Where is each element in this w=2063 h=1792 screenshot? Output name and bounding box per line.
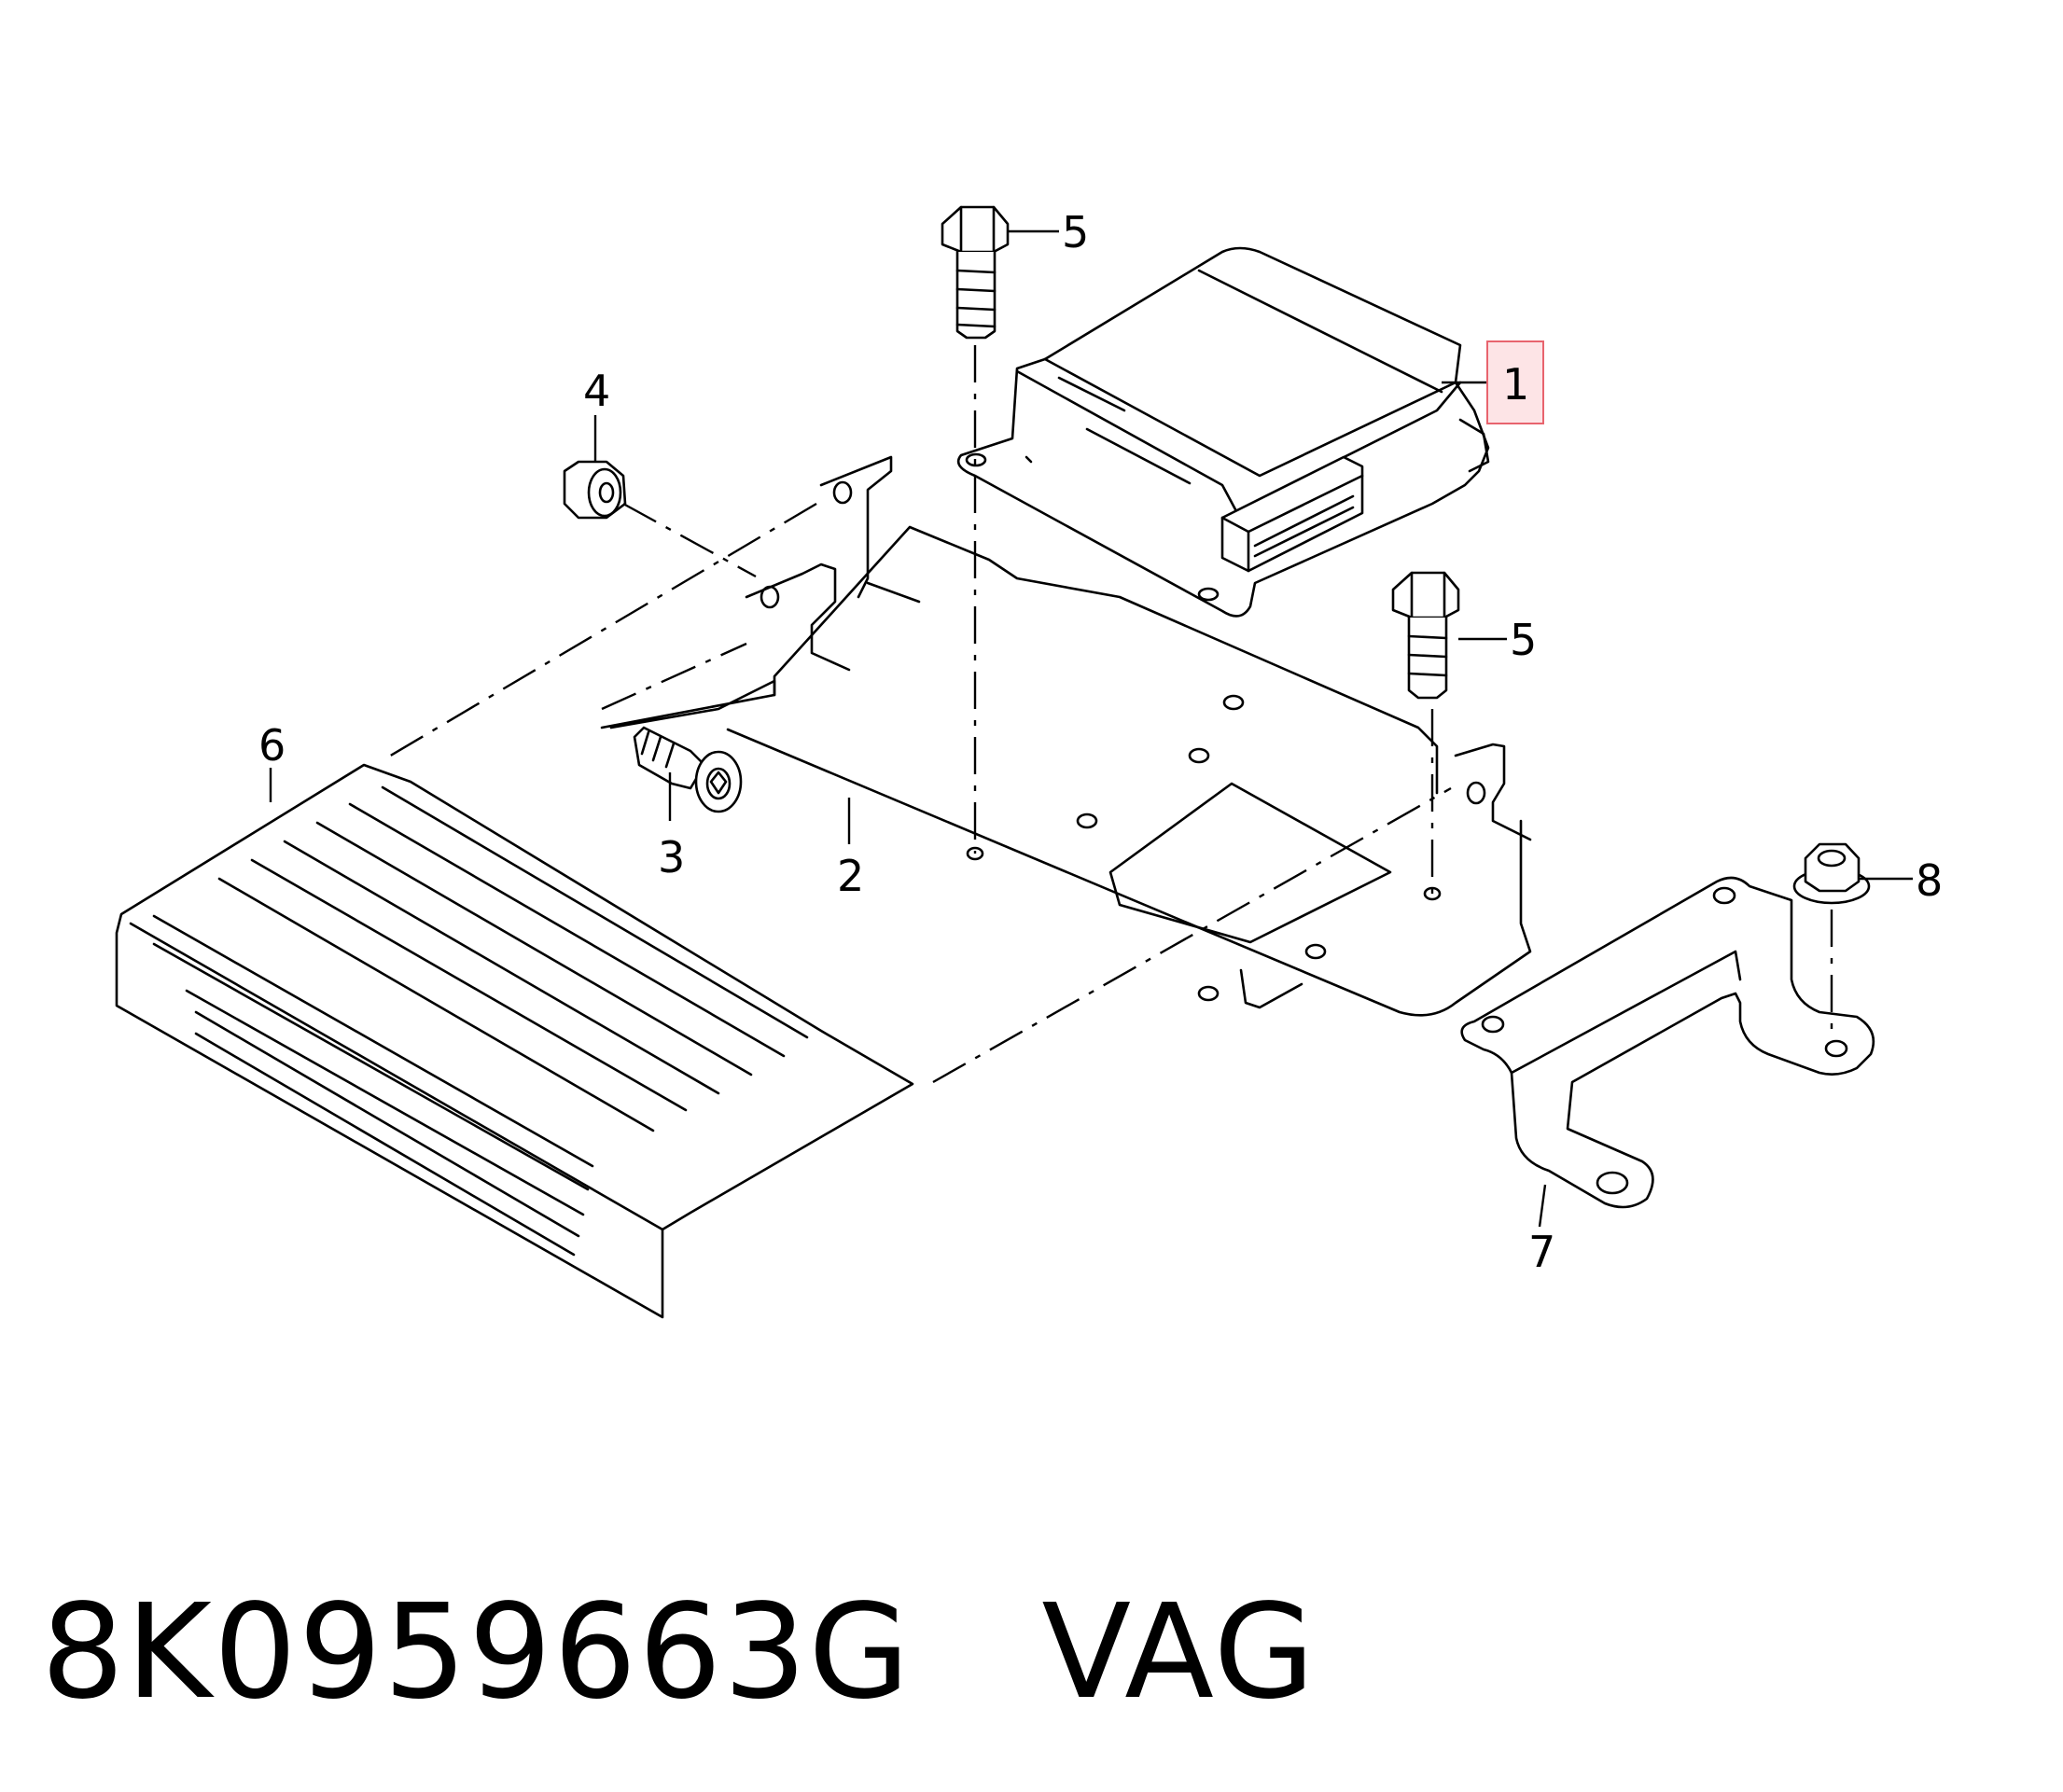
part-number-caption: 8K0959663G VAG xyxy=(41,1577,1317,1729)
screw-part-3[interactable] xyxy=(633,726,743,813)
callout-1-highlight-box xyxy=(1486,340,1544,424)
mounting-bracket-part-2[interactable] xyxy=(600,455,1532,1143)
callout-5-upper[interactable]: 5 xyxy=(1062,207,1089,257)
bracket-part-7[interactable] xyxy=(1460,876,1875,1209)
flange-nut-part-8[interactable] xyxy=(1792,842,1871,905)
bolt-part-5-upper[interactable] xyxy=(941,205,1010,340)
nut-part-4[interactable] xyxy=(563,460,627,520)
callout-2[interactable]: 2 xyxy=(837,851,864,901)
part-number: 8K0959663G xyxy=(41,1577,912,1729)
callout-6[interactable]: 6 xyxy=(258,720,286,771)
callout-1[interactable]: 1 xyxy=(1502,359,1529,410)
assembly-axis-lines xyxy=(382,345,1833,1084)
control-unit-part-1[interactable] xyxy=(956,246,1490,618)
brand-name: VAG xyxy=(1041,1577,1317,1729)
callout-8[interactable]: 8 xyxy=(1916,855,1943,906)
callout-4[interactable]: 4 xyxy=(583,366,610,416)
callout-5-lower[interactable]: 5 xyxy=(1510,615,1537,665)
callout-7[interactable]: 7 xyxy=(1528,1227,1555,1277)
callout-leaders xyxy=(269,229,1913,1228)
callout-3[interactable]: 3 xyxy=(658,832,685,882)
cover-plate-part-6[interactable] xyxy=(115,763,914,1319)
bolt-part-5-lower[interactable] xyxy=(1391,571,1460,700)
